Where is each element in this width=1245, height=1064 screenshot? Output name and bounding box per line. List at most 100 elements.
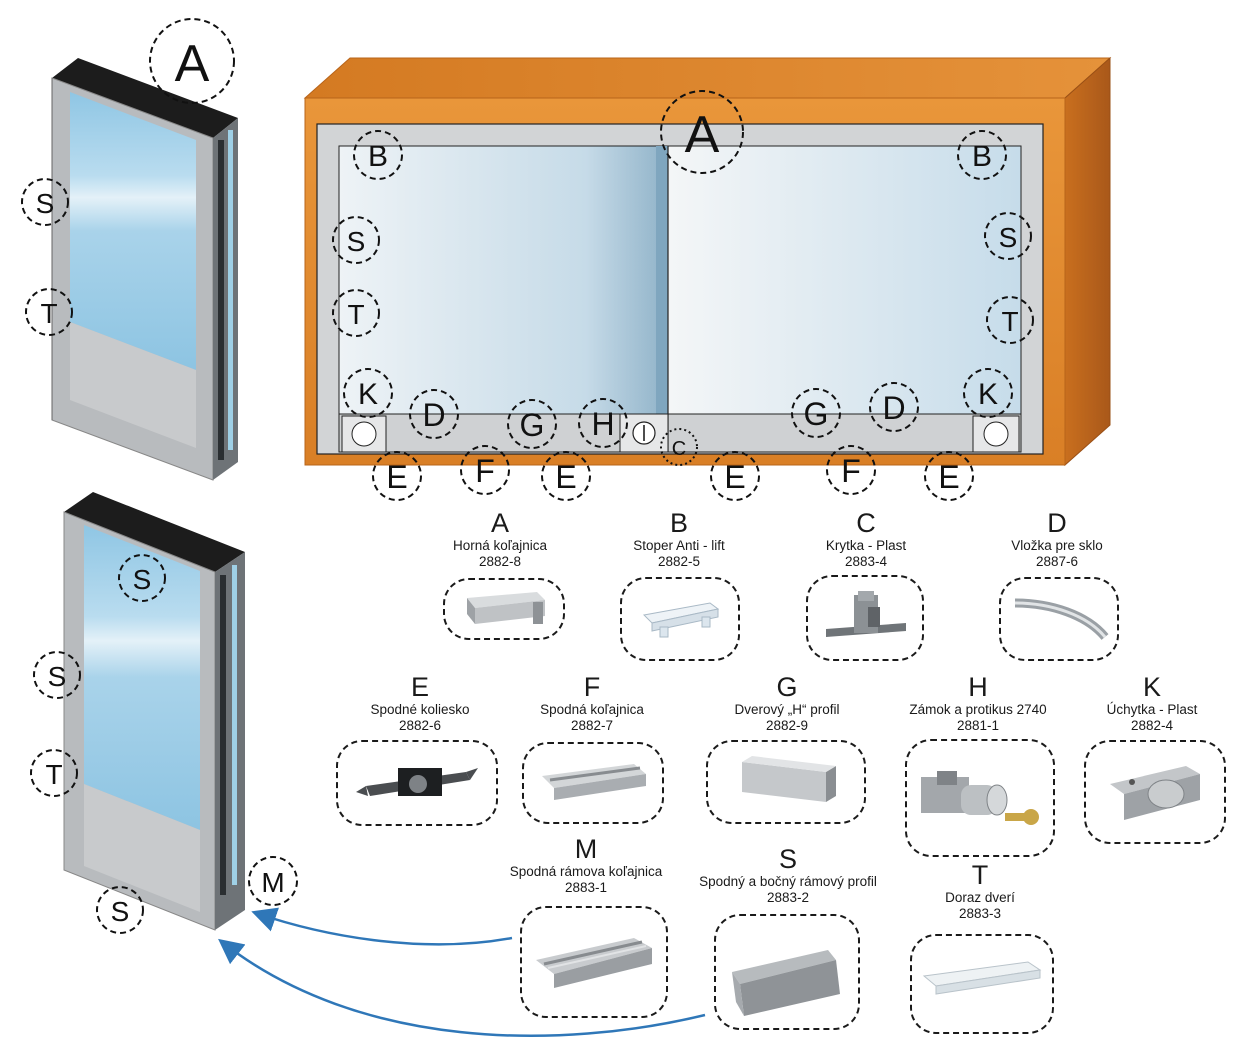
part-name: Doraz dverí bbox=[945, 890, 1015, 905]
callout-a-door: A bbox=[175, 35, 210, 93]
callout-a-cabinet: A bbox=[685, 106, 720, 164]
part-name: Zámok a protikus 2740 bbox=[909, 702, 1047, 717]
h-profile-icon bbox=[742, 756, 836, 802]
part-letter: S bbox=[778, 844, 797, 874]
callout-d-right: D bbox=[882, 390, 905, 426]
part-letter: M bbox=[574, 834, 598, 864]
callout-f-1: F bbox=[475, 453, 495, 489]
bottom-rail-icon bbox=[542, 764, 646, 800]
callout-t-door-top: T bbox=[40, 298, 57, 329]
part-name: Vložka pre sklo bbox=[1011, 538, 1103, 553]
part-a: A Horná koľajnica 2882-8 bbox=[410, 508, 590, 570]
callout-s-door-top: S bbox=[36, 188, 55, 219]
callout-g-left: G bbox=[520, 407, 545, 443]
part-d: D Vložka pre sklo 2887-6 bbox=[967, 508, 1147, 570]
frame-rail-icon bbox=[536, 938, 652, 988]
part-t: T Doraz dverí 2883-3 bbox=[890, 860, 1070, 922]
part-letter: G bbox=[776, 672, 798, 702]
part-e-thumb bbox=[336, 740, 498, 826]
callout-t-left: T bbox=[347, 299, 364, 330]
part-code: 2882-6 bbox=[398, 718, 442, 733]
part-letter: K bbox=[1142, 672, 1161, 702]
callout-e-1: E bbox=[386, 459, 407, 495]
callout-s-door2-mid: S bbox=[48, 661, 67, 692]
callout-t-door2: T bbox=[45, 759, 62, 790]
part-s-thumb bbox=[714, 914, 860, 1030]
part-name: Spodné koliesko bbox=[370, 702, 470, 717]
part-c-thumb bbox=[806, 575, 924, 661]
part-code: 2883-3 bbox=[958, 906, 1002, 921]
lock-icon bbox=[921, 771, 1039, 825]
part-s: S Spodný a bočný rámový profil 2883-2 bbox=[698, 844, 878, 906]
glass-insert-icon bbox=[1014, 598, 1109, 640]
callout-b-left: B bbox=[368, 140, 388, 173]
part-k-thumb bbox=[1084, 740, 1226, 844]
arrow-s bbox=[218, 938, 706, 1037]
part-k: K Úchytka - Plast 2882-4 bbox=[1062, 672, 1242, 734]
door-sketch-bottom bbox=[63, 492, 245, 931]
part-name: Úchytka - Plast bbox=[1106, 702, 1198, 717]
part-t-thumb bbox=[910, 934, 1054, 1034]
part-letter: F bbox=[583, 672, 601, 702]
part-code: 2882-8 bbox=[478, 554, 522, 569]
callout-h: H bbox=[591, 406, 614, 442]
stopper-icon bbox=[642, 602, 720, 638]
part-name: Dverový „H“ profil bbox=[734, 702, 840, 717]
callout-g-right: G bbox=[804, 396, 829, 432]
callout-s-right: S bbox=[999, 222, 1018, 253]
part-name: Spodná koľajnica bbox=[540, 702, 644, 717]
callout-s-left: S bbox=[347, 226, 366, 257]
part-letter: D bbox=[1047, 508, 1067, 538]
part-f: F Spodná koľajnica 2882-7 bbox=[502, 672, 682, 734]
part-code: 2883-1 bbox=[564, 880, 608, 895]
wheel-icon bbox=[356, 768, 478, 796]
callout-k-right: K bbox=[978, 378, 998, 411]
part-code: 2883-4 bbox=[844, 554, 888, 569]
callout-e-4: E bbox=[938, 459, 959, 495]
callout-c: C bbox=[672, 438, 686, 460]
arrow-m bbox=[251, 907, 513, 946]
part-name: Spodná rámova koľajnica bbox=[509, 864, 663, 879]
callout-d-left: D bbox=[422, 397, 445, 433]
handle-icon bbox=[1110, 766, 1200, 820]
part-d-thumb bbox=[999, 577, 1119, 661]
part-name: Krytka - Plast bbox=[825, 538, 907, 553]
cabinet bbox=[303, 56, 1112, 467]
part-letter: H bbox=[968, 672, 988, 702]
part-name: Horná koľajnica bbox=[453, 538, 547, 553]
door-sketch-top bbox=[51, 58, 238, 481]
callout-s-door2-top: S bbox=[133, 564, 152, 595]
top-rail-icon bbox=[467, 592, 545, 624]
callout-t-right: T bbox=[1001, 306, 1018, 337]
part-letter: A bbox=[490, 508, 509, 538]
callout-m-door2: M bbox=[261, 867, 284, 898]
callout-k-left: K bbox=[358, 378, 378, 411]
part-b-thumb bbox=[620, 577, 740, 661]
callout-f-2: F bbox=[841, 453, 861, 489]
part-h: H Zámok a protikus 2740 2881-1 bbox=[888, 672, 1068, 734]
door-stop-icon bbox=[922, 961, 1042, 995]
frame-profile-icon bbox=[732, 950, 840, 1016]
callout-e-2: E bbox=[555, 459, 576, 495]
part-c: C Krytka - Plast 2883-4 bbox=[776, 508, 956, 570]
part-code: 2881-1 bbox=[956, 718, 1000, 733]
part-g-thumb bbox=[706, 740, 866, 824]
part-m-thumb bbox=[520, 906, 668, 1018]
part-letter: C bbox=[856, 508, 876, 538]
part-code: 2883-2 bbox=[766, 890, 810, 905]
callout-b-right: B bbox=[972, 140, 992, 173]
part-b: B Stoper Anti - lift 2882-5 bbox=[589, 508, 769, 570]
cap-icon bbox=[826, 591, 906, 637]
part-g: G Dverový „H“ profil 2882-9 bbox=[697, 672, 877, 734]
part-letter: B bbox=[669, 508, 688, 538]
part-m: M Spodná rámova koľajnica 2883-1 bbox=[496, 834, 676, 896]
part-code: 2882-5 bbox=[657, 554, 701, 569]
part-e: E Spodné koliesko 2882-6 bbox=[330, 672, 510, 734]
part-code: 2882-9 bbox=[765, 718, 809, 733]
callout-e-3: E bbox=[724, 459, 745, 495]
callout-s-door2-bottom: S bbox=[111, 896, 130, 927]
part-f-thumb bbox=[522, 742, 664, 824]
part-h-thumb bbox=[905, 739, 1055, 857]
part-code: 2882-7 bbox=[570, 718, 614, 733]
